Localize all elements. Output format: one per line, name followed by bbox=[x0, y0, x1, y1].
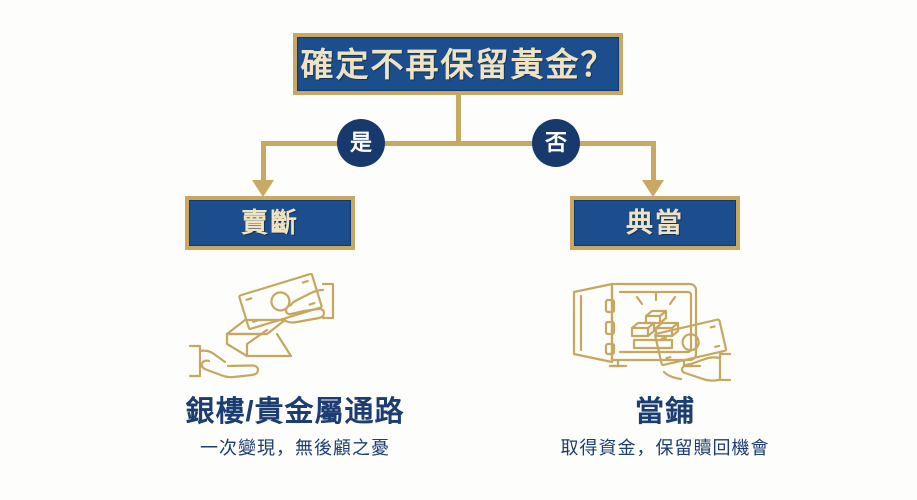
branch-box-pawn-label: 典當 bbox=[626, 207, 684, 238]
decision-circle-yes-label: 是 bbox=[349, 130, 372, 155]
hand-gold-bar-cash-exchange-icon bbox=[180, 262, 360, 382]
branch-box-sell[interactable]: 賣斷 bbox=[185, 196, 355, 250]
connector-drop-left bbox=[261, 141, 266, 183]
caption-sell-title: 銀樓/貴金屬通路 bbox=[185, 396, 405, 428]
root-decision-box[interactable]: 確定不再保留黃金？ bbox=[293, 33, 623, 95]
caption-sell-subtitle: 一次變現，無後顧之憂 bbox=[200, 438, 390, 459]
decision-circle-yes[interactable]: 是 bbox=[337, 119, 385, 167]
caption-sell: 銀樓/貴金屬通路 一次變現，無後顧之憂 bbox=[100, 396, 490, 460]
decision-circle-no-label: 否 bbox=[544, 130, 567, 155]
connector-drop-right bbox=[651, 141, 656, 183]
arrowhead-left-icon bbox=[252, 180, 274, 197]
branch-box-sell-label: 賣斷 bbox=[241, 207, 299, 238]
decision-circle-no[interactable]: 否 bbox=[532, 119, 580, 167]
caption-pawn-subtitle: 取得資金，保留贖回機會 bbox=[560, 438, 770, 459]
arrowhead-right-icon bbox=[642, 180, 664, 197]
root-decision-label: 確定不再保留黃金？ bbox=[300, 45, 616, 83]
caption-pawn: 當鋪 取得資金，保留贖回機會 bbox=[470, 396, 860, 460]
open-safe-gold-bars-cash-hand-icon bbox=[552, 262, 738, 384]
connector-stem-vertical bbox=[456, 95, 461, 143]
caption-pawn-title: 當鋪 bbox=[634, 396, 695, 428]
connector-trunk-horizontal bbox=[261, 141, 656, 146]
branch-box-pawn[interactable]: 典當 bbox=[570, 196, 740, 250]
